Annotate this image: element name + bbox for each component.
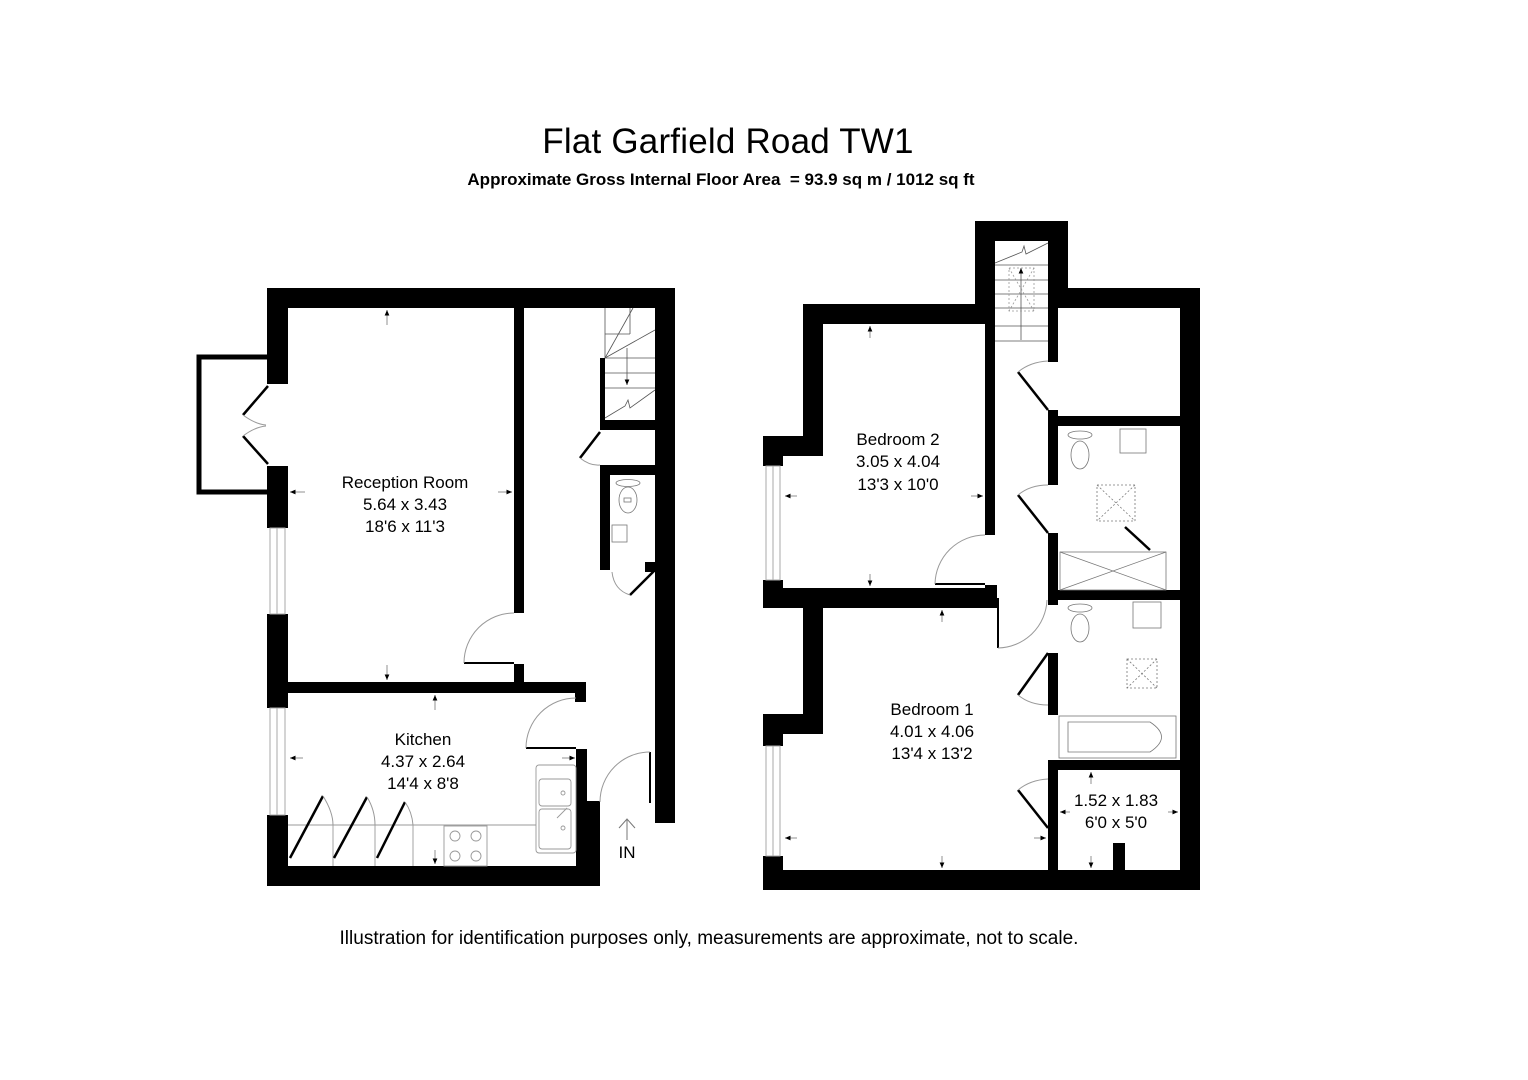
wall-reception-kitchen (288, 682, 586, 693)
kitchen-units (288, 764, 577, 867)
dimension-arrows-first (785, 326, 1178, 868)
disclaimer-text: Illustration for identification purposes… (339, 928, 1079, 949)
balcony-outline (196, 354, 268, 495)
bedroom2-imperial: 13'3 x 10'0 (857, 475, 938, 494)
dimension-arrows-ground (290, 310, 575, 864)
bedroom2-name: Bedroom 2 (856, 430, 939, 449)
stairs-first (994, 242, 1049, 342)
floor-area-summary: Approximate Gross Internal Floor Area = … (467, 170, 975, 189)
entrance-label: IN (619, 843, 636, 862)
wall-top (267, 288, 675, 308)
store-imperial: 6'0 x 5'0 (1085, 813, 1147, 832)
bedroom2-metric: 3.05 x 4.04 (856, 452, 940, 471)
stairs-ground (604, 307, 656, 419)
reception-name: Reception Room (342, 473, 469, 492)
store-metric: 1.52 x 1.83 (1074, 791, 1158, 810)
entrance-arrow-icon (618, 818, 636, 840)
bedroom1-name: Bedroom 1 (890, 700, 973, 719)
ground-floor-plan: Reception Room 5.64 x 3.43 18'6 x 11'3 K… (196, 288, 675, 886)
wall-left-upper (267, 288, 288, 384)
kitchen-imperial: 14'4 x 8'8 (387, 774, 459, 793)
french-door (242, 385, 269, 465)
wall-left-mid (267, 466, 288, 528)
kitchen-metric: 4.37 x 2.64 (381, 752, 465, 771)
reception-metric: 5.64 x 3.43 (363, 495, 447, 514)
wall-right (655, 288, 675, 823)
bedroom1-imperial: 13'4 x 13'2 (891, 744, 972, 763)
reception-imperial: 18'6 x 11'3 (365, 517, 445, 536)
kitchen-name: Kitchen (395, 730, 452, 749)
wall-left-low (267, 614, 288, 708)
wall-reception-hall (514, 308, 524, 613)
plan-title: Flat Garfield Road TW1 (542, 122, 914, 161)
cabinet-doors (288, 795, 407, 859)
bathroom-fixtures (1058, 428, 1177, 759)
first-floor-doors (1016, 371, 1151, 829)
first-floor-plan: Bedroom 2 3.05 x 4.04 13'3 x 10'0 Bedroo… (763, 221, 1200, 890)
wall-bottom (267, 866, 600, 886)
wc-fixtures (611, 479, 641, 543)
bedroom1-metric: 4.01 x 4.06 (890, 722, 974, 741)
